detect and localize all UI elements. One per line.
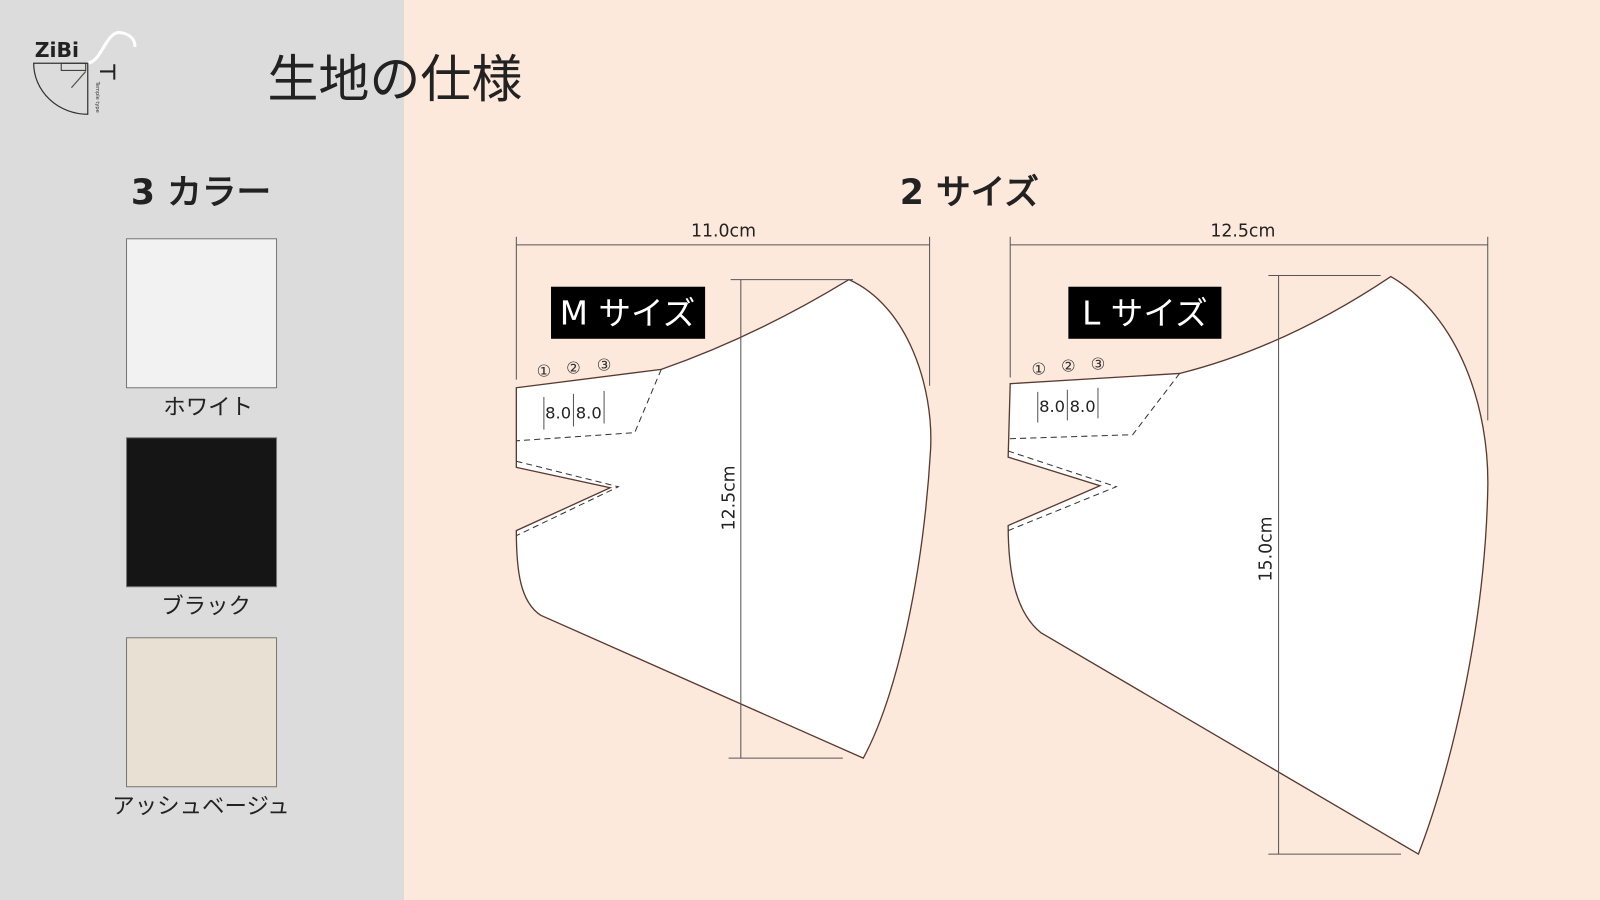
svg-text:②: ② xyxy=(1061,356,1076,375)
colors-heading: 3 カラー xyxy=(131,173,271,213)
svg-text:①: ① xyxy=(537,362,552,381)
svg-text:8.0: 8.0 xyxy=(576,403,602,422)
swatch-ash-beige xyxy=(126,637,278,788)
sizes-heading: 2 サイズ xyxy=(900,172,1039,213)
m-width-label: 11.0cm xyxy=(691,222,756,242)
svg-text:ZiBi: ZiBi xyxy=(35,38,79,62)
m-size-label: M サイズ xyxy=(560,294,695,332)
logo: ZiBi Temple type xyxy=(33,31,137,115)
mask-pattern-m: 11.0cm 12.5cm M サイズ ① ② ③ 8.0 8.0 xyxy=(515,222,932,760)
svg-text:8.0: 8.0 xyxy=(1070,397,1096,416)
swatch-white xyxy=(126,238,278,389)
swatch-black xyxy=(126,437,278,588)
svg-text:③: ③ xyxy=(1091,354,1106,373)
page-title: 生地の仕様 xyxy=(267,51,522,110)
l-size-label: L サイズ xyxy=(1082,294,1208,332)
swatch-ash-beige-label: アッシュベージュ xyxy=(112,793,289,819)
mask-pattern-l: 12.5cm 15.0cm L サイズ ① ② ③ 8.0 8.0 xyxy=(1007,222,1489,856)
svg-text:8.0: 8.0 xyxy=(1039,397,1065,416)
m-height-label: 12.5cm xyxy=(720,465,740,530)
swatch-white-label: ホワイト xyxy=(163,394,253,420)
l-width-label: 12.5cm xyxy=(1210,222,1275,242)
l-height-label: 15.0cm xyxy=(1256,516,1276,581)
svg-text:①: ① xyxy=(1031,359,1046,378)
svg-text:③: ③ xyxy=(597,355,612,374)
svg-text:②: ② xyxy=(566,358,581,377)
svg-text:Temple type: Temple type xyxy=(94,81,100,113)
swatch-black-label: ブラック xyxy=(161,593,251,619)
svg-text:8.0: 8.0 xyxy=(545,403,571,422)
